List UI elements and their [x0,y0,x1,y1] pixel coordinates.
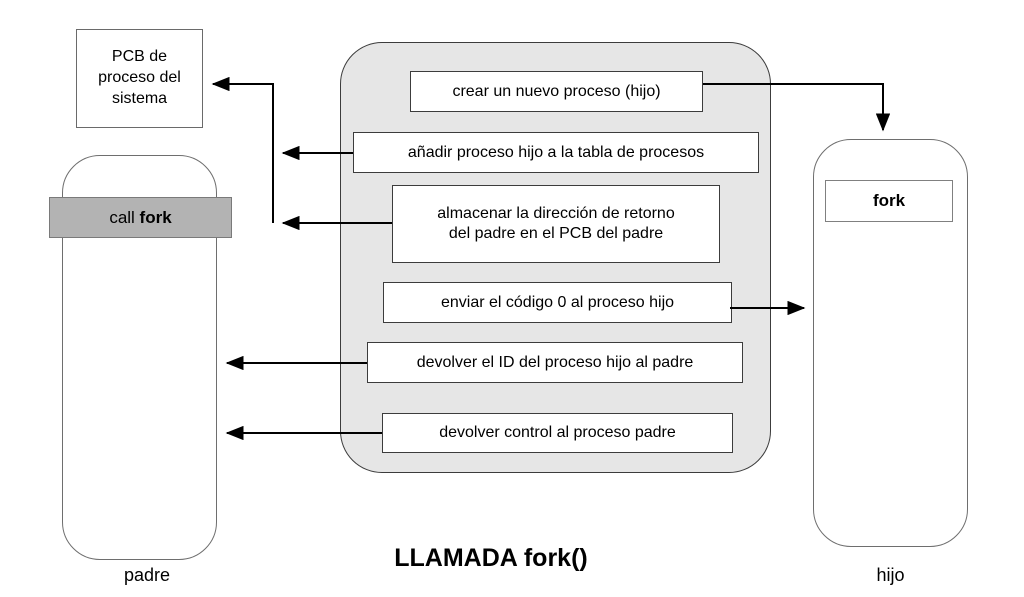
child-lane-label: hijo [876,565,905,585]
step-add-child-to-process-table: añadir proceso hijo a la tabla de proces… [353,132,759,173]
step-create-child-process: crear un nuevo proceso (hijo) [410,71,703,112]
fork-box: fork [825,180,953,222]
pcb-box-label: PCB de proceso del sistema [98,48,181,107]
diagram-title: LLAMADA fork() [394,544,588,572]
step-return-control-to-parent: devolver control al proceso padre [382,413,733,453]
call-fork-label: call fork [109,207,172,227]
call-fork-bar: call fork [49,197,232,238]
pcb-system-process-box: PCB de proceso del sistema [76,29,203,128]
step-send-code-zero-to-child: enviar el código 0 al proceso hijo [383,282,732,323]
step-store-return-address: almacenar la dirección de retorno del pa… [392,185,720,263]
parent-lane-label: padre [123,565,171,585]
step-return-child-id-to-parent: devolver el ID del proceso hijo al padre [367,342,743,383]
